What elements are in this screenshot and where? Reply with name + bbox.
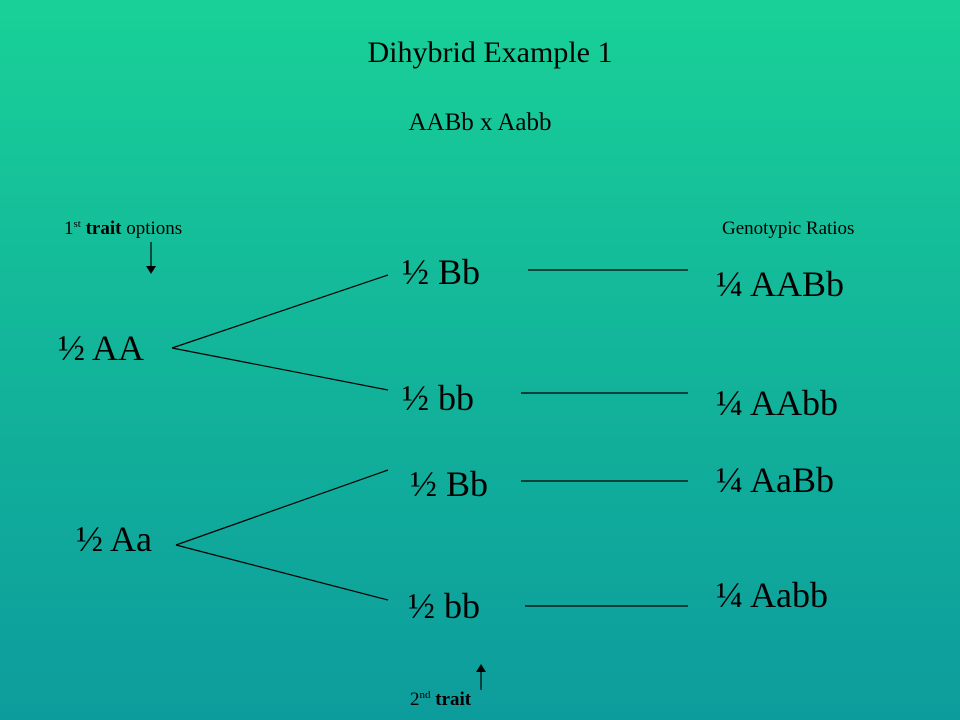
- cross-equation: AABb x Aabb: [408, 109, 552, 136]
- genotypic-ratios-label: Genotypic Ratios: [722, 218, 855, 239]
- second-trait-label: 2nd trait: [410, 689, 472, 710]
- second-trait-bb-1: ½ Bb: [402, 252, 481, 292]
- genotype-aabb-1: ¼ AABb: [716, 264, 845, 304]
- first-trait-aa-het: ½ Aa: [76, 519, 152, 559]
- second-trait-bb-3: ½ Bb: [410, 464, 489, 504]
- branch-aa-bb-lower: [171, 347, 389, 391]
- branch-aa2-lower: [175, 544, 389, 601]
- branch-aa-bb-upper: [171, 274, 389, 349]
- genotype-aabb-2: ¼ AAbb: [716, 383, 839, 423]
- genotype-aabb-4: ¼ Aabb: [716, 575, 828, 615]
- trait1-arrowhead: [146, 266, 156, 274]
- first-trait-aa: ½ AA: [58, 328, 145, 368]
- second-trait-bb-2: ½ bb: [402, 378, 474, 418]
- page-title: Dihybrid Example 1: [367, 36, 613, 69]
- genotype-aabb-3: ¼ AaBb: [716, 460, 835, 500]
- trait2-arrowhead: [476, 664, 486, 672]
- second-trait-bb-4: ½ bb: [408, 586, 480, 626]
- branch-aa2-upper: [175, 469, 389, 546]
- first-trait-label: 1st trait options: [64, 218, 183, 239]
